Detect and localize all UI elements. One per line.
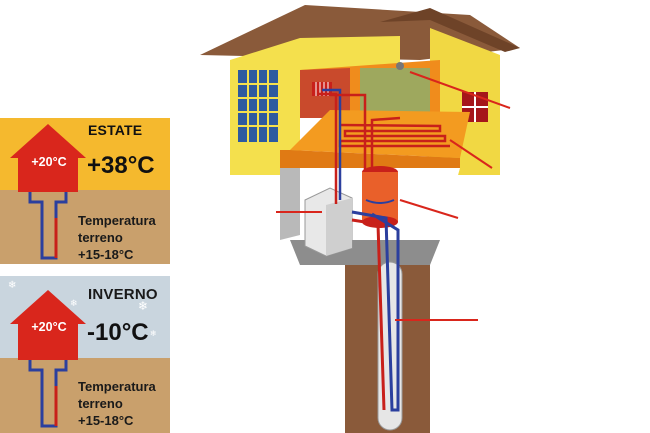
inside-temp-winter: +20°C [31, 320, 67, 334]
season-label-summer: ESTATE [88, 122, 143, 138]
inside-temp-summer: +20°C [31, 155, 67, 169]
geothermal-house-cutaway [200, 5, 520, 433]
ground-temp-winter: Temperatura terreno +15-18°C [78, 379, 156, 428]
winter-panel: ❄ ❄ ❄ ❄ INVERNO +20°C -10°C Temperatura … [0, 276, 170, 433]
outside-temp-summer: +38°C [87, 152, 155, 179]
house-roof-icon [10, 290, 86, 324]
house-body-icon [18, 322, 78, 360]
summer-illustration [0, 118, 170, 264]
ground-temp-summer: Temperatura terreno +15-18°C [78, 213, 156, 262]
ground-loop-pipe [351, 210, 400, 412]
ground-loop-icon [28, 192, 68, 260]
shower-icon [396, 62, 404, 70]
ground-loop-icon [28, 360, 68, 428]
callout-lines [276, 71, 511, 321]
snowflake-icon: ❄ [150, 329, 157, 338]
snowflake-icon: ❄ [138, 299, 148, 313]
house-body-icon [18, 156, 78, 192]
snowflake-icon: ❄ [70, 299, 78, 309]
outside-temp-winter: -10°C [87, 319, 149, 346]
summer-panel: ESTATE +20°C +38°C Temperatura terreno +… [0, 118, 170, 264]
season-label-winter: INVERNO [88, 286, 158, 303]
snowflake-icon: ❄ [8, 280, 16, 291]
house-roof-icon [10, 124, 86, 158]
winter-illustration: ❄ ❄ ❄ ❄ [0, 276, 170, 433]
